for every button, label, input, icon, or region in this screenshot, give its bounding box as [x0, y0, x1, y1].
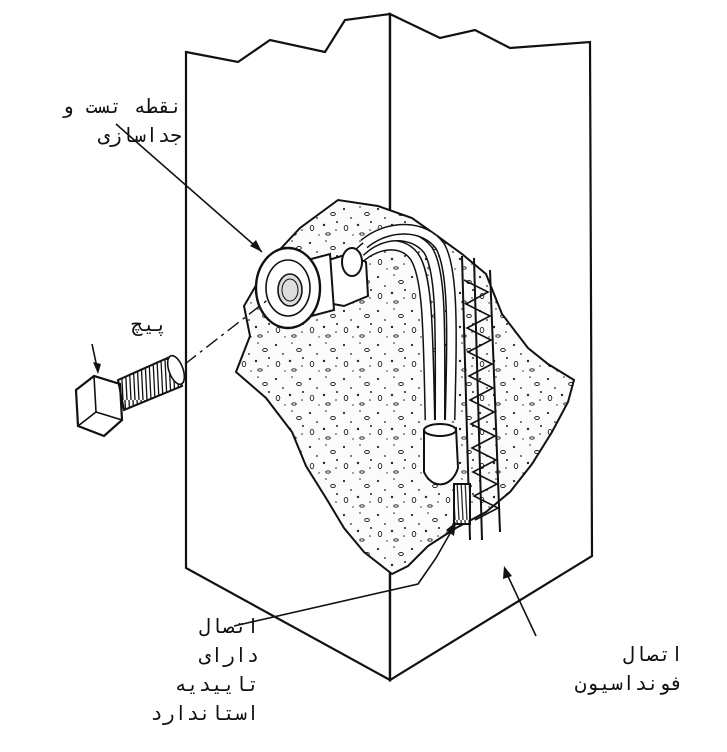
label-bolt: پیچ	[131, 310, 167, 339]
leader-lines	[91, 123, 537, 637]
label-test-point-line1: نقطه تست و	[61, 94, 182, 118]
bolt	[74, 354, 186, 438]
test-point-flange	[254, 246, 370, 330]
label-foundation-line2: فونداسیون	[574, 671, 683, 695]
label-bolt-text: پیچ	[130, 312, 167, 336]
label-approved-connection: اتصال دارای تاییدیه استاندارد	[151, 612, 259, 728]
label-test-point: نقطه تست و جداسازی	[62, 92, 182, 150]
label-foundation-line1: اتصال	[622, 642, 683, 666]
label-connection-line1: اتصال	[198, 614, 259, 638]
label-connection-line2: دارای	[198, 643, 259, 667]
label-test-point-line2: جداسازی	[97, 123, 182, 147]
bolt-axis-line	[184, 297, 271, 365]
label-connection-line3: تاییدیه	[174, 672, 259, 696]
conductor-cables	[351, 223, 457, 421]
bolt-head	[74, 374, 124, 438]
label-foundation-connection: اتصال فونداسیون	[575, 640, 683, 698]
bolt-shaft	[116, 354, 184, 412]
label-connection-line4: استاندارد	[150, 701, 259, 725]
approved-connector	[453, 483, 471, 525]
cable-sleeve	[423, 423, 460, 486]
